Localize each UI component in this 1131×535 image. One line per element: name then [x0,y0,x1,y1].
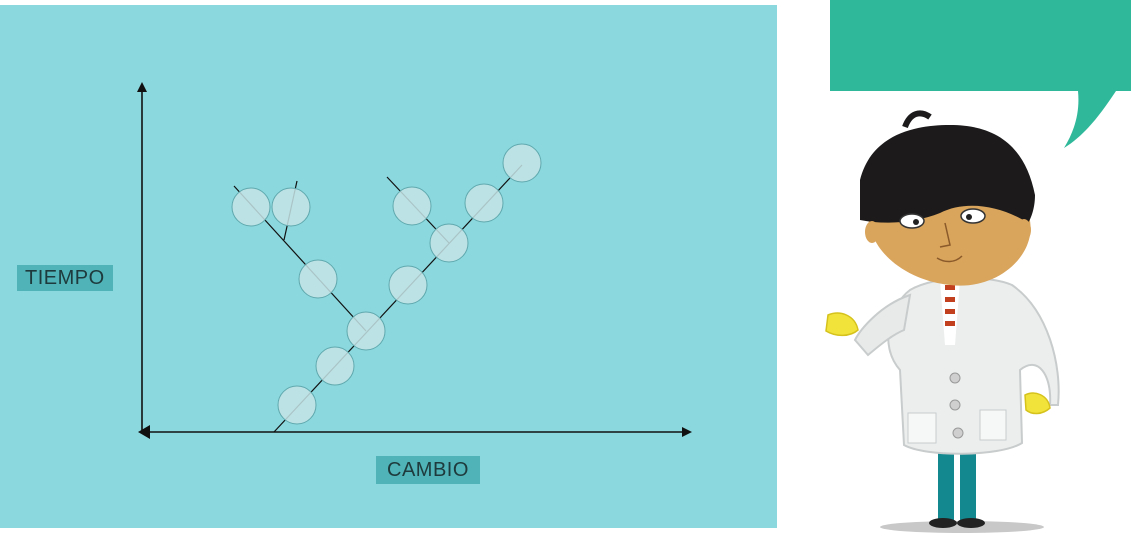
node [346,311,386,351]
x-axis-left-arrow [138,425,150,439]
node [429,223,469,263]
node [502,143,542,183]
node [277,385,317,425]
scientist-character-icon [825,110,1060,533]
node [464,183,504,223]
x-axis-label: CAMBIO [376,456,480,484]
phylogeny-diagram [137,82,692,439]
node [298,259,338,299]
node [392,186,432,226]
node [315,346,355,386]
node [231,187,271,227]
diagram-panel: TIEMPO CAMBIO [0,5,777,528]
speech-bubble-icon [830,0,1131,148]
node [388,265,428,305]
y-axis-label: TIEMPO [17,265,113,291]
tree-nodes [231,143,542,425]
node [271,187,311,227]
